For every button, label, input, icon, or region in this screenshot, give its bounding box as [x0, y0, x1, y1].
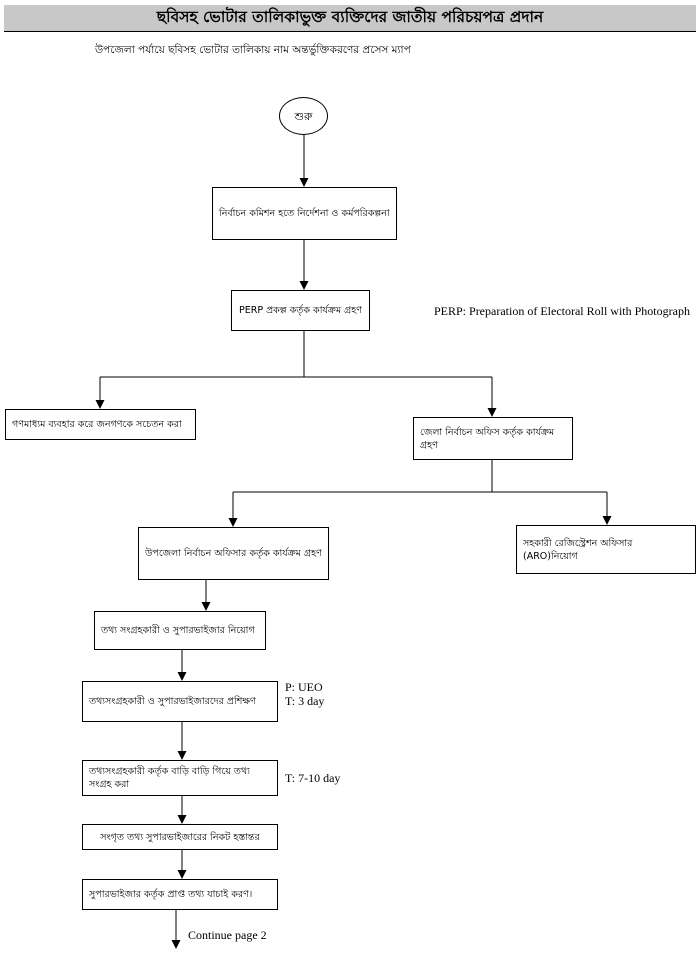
collection-time-note: T: 7-10 day	[285, 771, 341, 785]
training-node: তথ্যসংগ্রহকারী ও সুপারভাইজারদের প্রশিক্ষ…	[82, 681, 278, 722]
collector-appointment-node: তথ্য সংগ্রহকারী ও সুপারভাইজার নিয়োগ	[94, 611, 266, 650]
page-subtitle: উপজেলা পর্যায়ে ছবিসহ ভোটার তালিকায় নাম…	[95, 44, 411, 56]
verification-node: সুপারভাইজার কর্তৃক প্রাপ্ত তথ্য যাচাই কর…	[82, 879, 278, 910]
door-to-door-node: তথ্যসংগ্রহকারী কর্তৃক বাড়ি বাড়ি গিয়ে …	[82, 760, 278, 796]
district-office-node: জেলা নির্বাচন অফিস কর্তৃক কার্যক্রম গ্রহ…	[413, 417, 573, 460]
media-awareness-node: গণমাধ্যম ব্যবহার করে জনগণকে সচেতন করা	[5, 409, 196, 440]
handover-node: সংগৃত তথ্য সুপারভাইজারের নিকট হস্তান্তর	[82, 824, 278, 850]
continue-note: Continue page 2	[188, 928, 267, 942]
ec-directive-node: নির্বাচন কমিশন হতে নির্দেশনা ও কর্মপরিকল…	[212, 187, 397, 240]
aro-appointment-node: সহকারী রেজিস্ট্রেশন অফিসার (ARO)নিয়োগ	[516, 525, 696, 574]
start-node: শুরু	[279, 97, 328, 135]
training-time-note: T: 3 day	[285, 694, 325, 708]
perp-action-node: PERP প্রকল্প কর্তৃক কার্যক্রম গ্রহণ	[231, 290, 370, 331]
page-title: ছবিসহ ভোটার তালিকাভুক্ত ব্যক্তিদের জাতীয…	[4, 5, 696, 32]
training-person-note: P: UEO	[285, 680, 323, 694]
perp-definition-note: PERP: Preparation of Electoral Roll with…	[434, 304, 690, 318]
upazila-officer-node: উপজেলা নির্বাচন অফিসার কর্তৃক কার্যক্রম …	[138, 527, 329, 580]
